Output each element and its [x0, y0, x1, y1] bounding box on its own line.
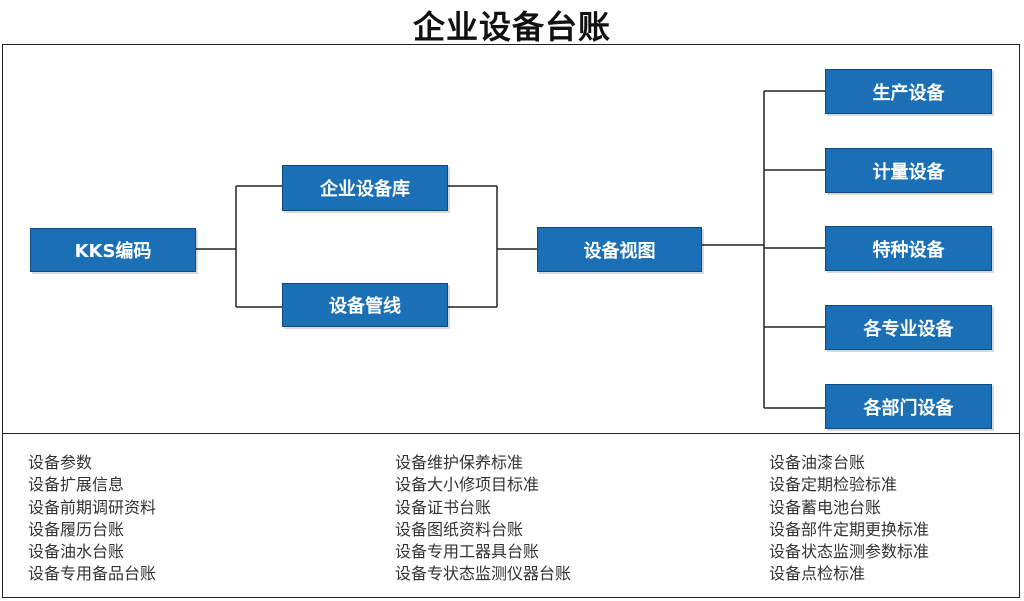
node-department-equipment[interactable]: 各部门设备 [825, 384, 992, 429]
node-equipment-view[interactable]: 设备视图 [537, 227, 702, 272]
node-metering-equipment[interactable]: 计量设备 [825, 148, 992, 193]
list-item: 设备证书台账 [395, 497, 492, 517]
list-item: 设备点检标准 [769, 564, 866, 584]
list-item: 设备扩展信息 [28, 475, 125, 495]
node-enterprise-equipment-library[interactable]: 企业设备库 [282, 165, 448, 211]
node-production-equipment[interactable]: 生产设备 [825, 69, 992, 114]
list-item: 设备履历台账 [28, 519, 125, 539]
list-item: 设备前期调研资料 [28, 497, 157, 517]
list-item: 设备部件定期更换标准 [769, 519, 930, 539]
list-item: 设备专用工器具台账 [395, 542, 540, 562]
section-divider [2, 433, 1020, 434]
node-equipment-pipeline[interactable]: 设备管线 [282, 283, 448, 327]
page-title: 企业设备台账 [412, 8, 611, 46]
node-special-equipment[interactable]: 特种设备 [825, 226, 992, 271]
ledger-list-column-1: 设备参数 设备扩展信息 设备前期调研资料 设备履历台账 设备油水台账 设备专用备… [28, 452, 156, 586]
list-item: 设备定期检验标准 [769, 475, 898, 495]
list-item: 设备参数 [28, 453, 93, 472]
list-item: 设备维护保养标准 [395, 453, 524, 472]
list-item: 设备大小修项目标准 [395, 475, 540, 495]
list-item: 设备蓄电池台账 [769, 497, 882, 517]
list-item: 设备状态监测参数标准 [769, 542, 930, 562]
list-item: 设备专用备品台账 [28, 564, 157, 584]
ledger-list-column-3: 设备油漆台账 设备定期检验标准 设备蓄电池台账 设备部件定期更换标准 设备状态监… [769, 452, 929, 586]
list-item: 设备油水台账 [28, 542, 125, 562]
ledger-list-column-2: 设备维护保养标准 设备大小修项目标准 设备证书台账 设备图纸资料台账 设备专用工… [395, 452, 571, 586]
node-kks-code[interactable]: KKS编码 [30, 228, 196, 272]
list-item: 设备专状态监测仪器台账 [395, 564, 572, 584]
diagram-frame [2, 44, 1020, 598]
node-discipline-equipment[interactable]: 各专业设备 [825, 305, 992, 350]
list-item: 设备图纸资料台账 [395, 519, 524, 539]
list-item: 设备油漆台账 [769, 453, 866, 472]
